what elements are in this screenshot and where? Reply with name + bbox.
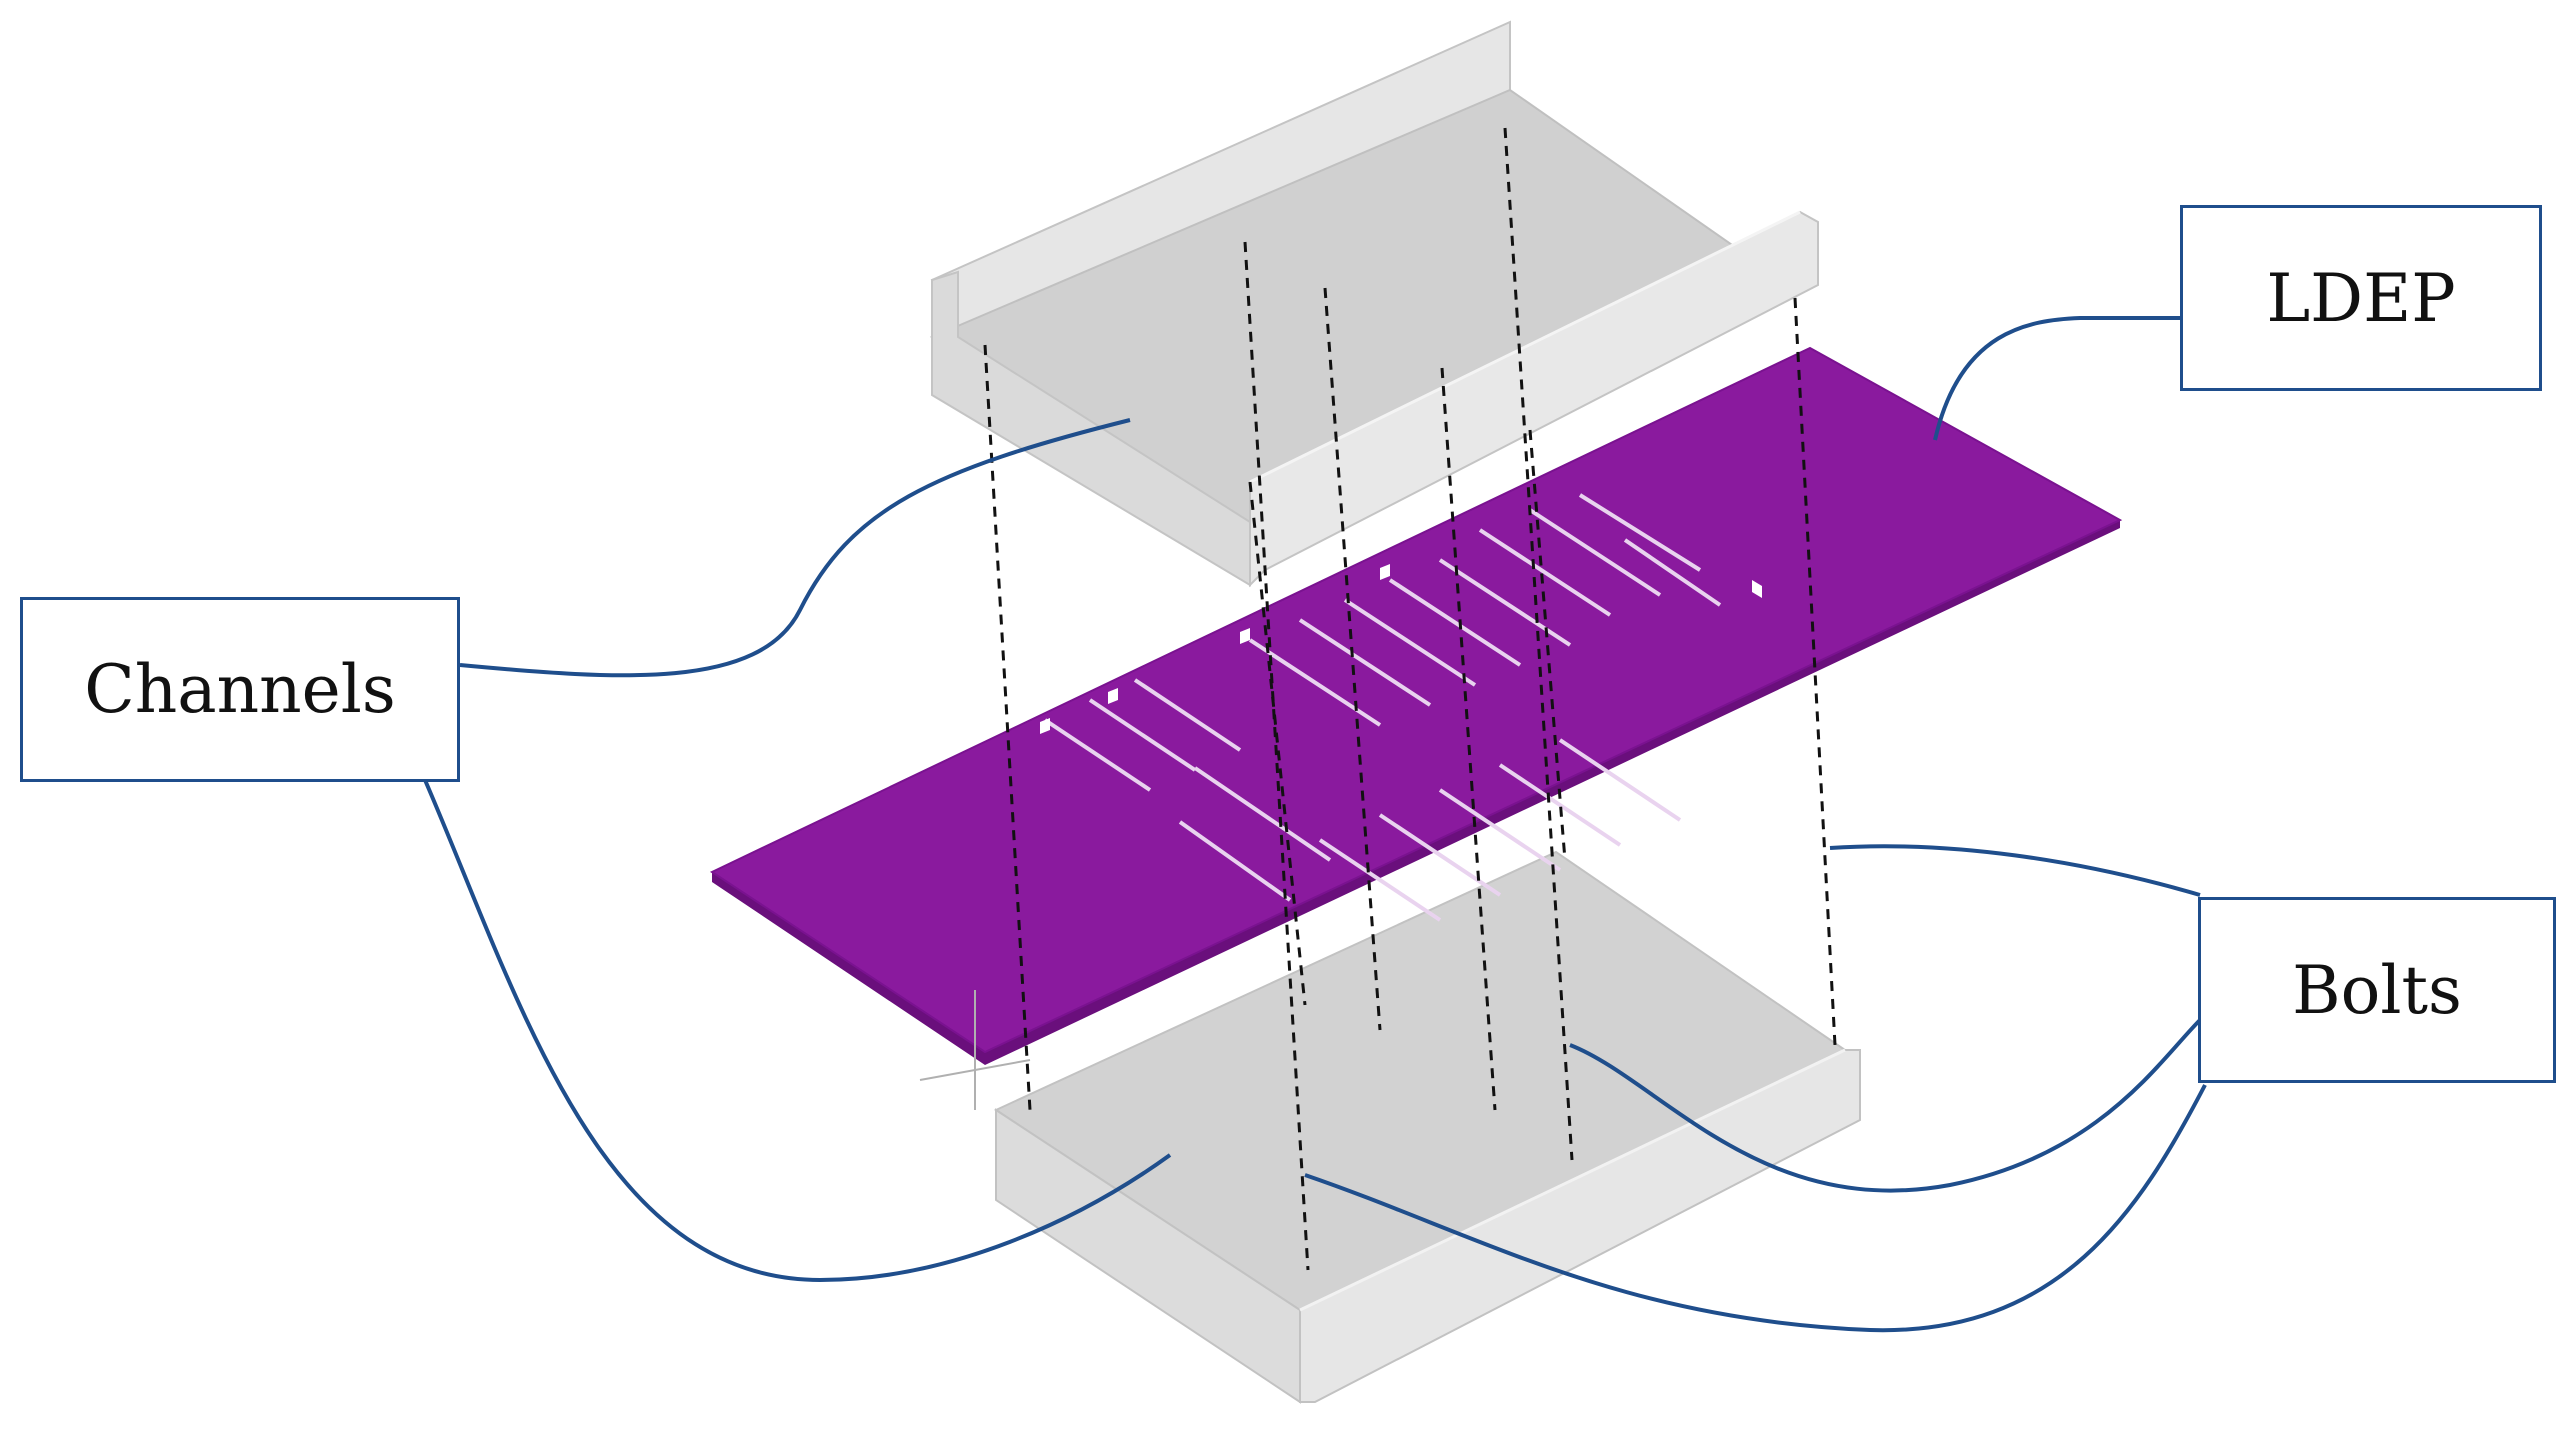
bolts-label: Bolts bbox=[2292, 951, 2462, 1029]
bolts-callout-1 bbox=[1829, 844, 2201, 897]
bolt-line-1 bbox=[983, 344, 1032, 1111]
bolt-line-2 bbox=[1243, 241, 1310, 1271]
ldep-label: LDEP bbox=[2266, 259, 2456, 337]
channels-label: Channels bbox=[84, 651, 396, 728]
bolts-callout-3 bbox=[1304, 1084, 2207, 1333]
ldep-label-box: LDEP bbox=[2180, 205, 2542, 391]
callout-lines bbox=[423, 316, 2207, 1333]
channels-label-box: Channels bbox=[20, 597, 460, 782]
channels-callout-upper bbox=[459, 418, 1131, 678]
origin-marker bbox=[919, 990, 1031, 1110]
ldep-callout-line bbox=[1933, 316, 2180, 441]
bolt-line-3 bbox=[1323, 287, 1382, 1031]
bolt-line-7 bbox=[1248, 481, 1307, 1006]
bolts-callout-2 bbox=[1569, 1018, 2202, 1193]
bolts-label-box: Bolts bbox=[2198, 897, 2556, 1083]
ldep-notches bbox=[1040, 564, 1762, 863]
channels-callout-lower bbox=[423, 779, 1172, 1283]
ldep-plate-top bbox=[709, 346, 2123, 1054]
ldep-plate bbox=[709, 346, 2123, 1065]
ldep-slots bbox=[1043, 493, 1722, 922]
bolt-lines bbox=[983, 127, 1837, 1271]
bolt-line-4 bbox=[1440, 367, 1497, 1111]
